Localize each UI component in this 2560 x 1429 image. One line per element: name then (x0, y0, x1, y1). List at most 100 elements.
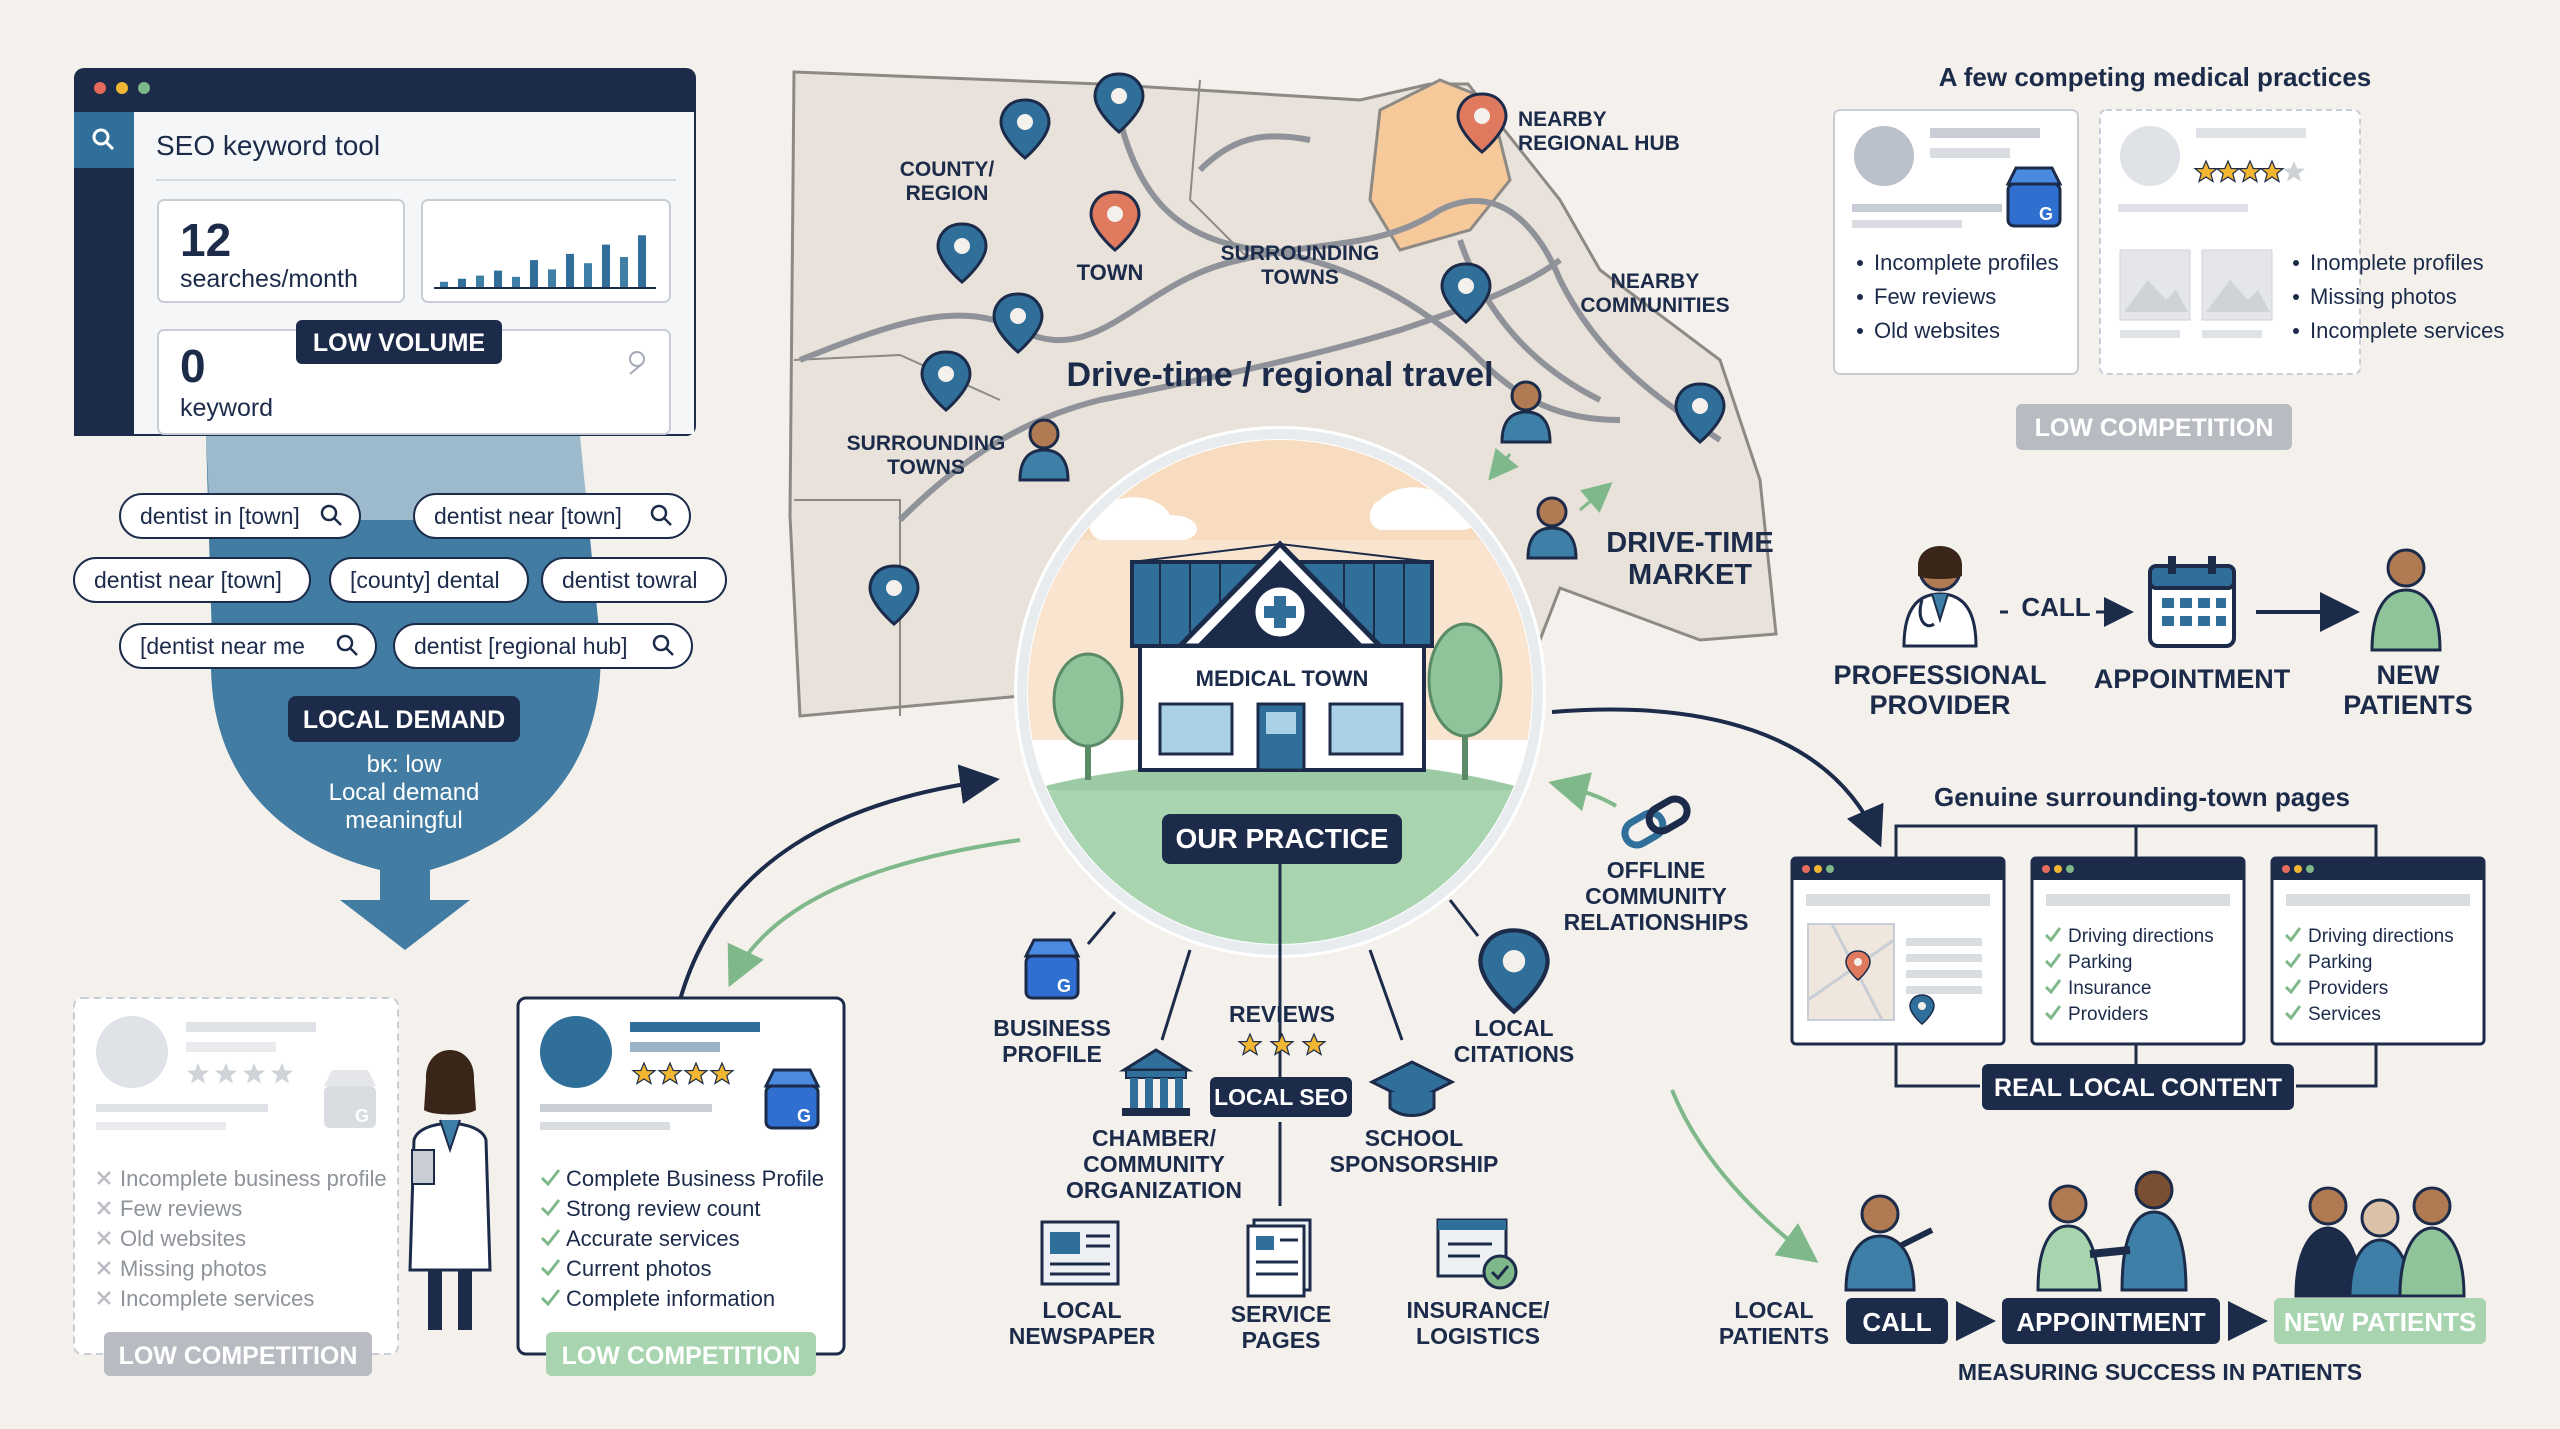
check-icon (2044, 1005, 2062, 1021)
keyword-chip-text: [dentist near me (140, 633, 305, 659)
star-icon (1238, 1033, 1262, 1056)
success-appointment-button[interactable] (2002, 1298, 2220, 1344)
chamber-building-icon (1118, 1048, 1194, 1116)
volume-card (157, 199, 405, 303)
town-page-window[interactable] (1790, 856, 2006, 1046)
search-icon[interactable] (650, 504, 672, 526)
list-item: Missing photos (120, 1256, 267, 1281)
keyword-value: 0 (180, 340, 206, 392)
town-page-window[interactable]: Driving directionsParkingProvidersServic… (2270, 856, 2486, 1046)
bullet-icon (1857, 294, 1863, 300)
competitor-card-2 (2099, 109, 2361, 375)
provider-call-label: CALL (2021, 592, 2090, 622)
bullet-icon (2293, 260, 2299, 266)
cross-icon (97, 1231, 111, 1245)
list-item: Old websites (120, 1226, 246, 1251)
competitors-title: A few competing medical practices (1939, 62, 2372, 92)
success-call-button[interactable] (1846, 1298, 1948, 1344)
chamber-label-3: ORGANIZATION (1066, 1177, 1242, 1203)
arrow-to-practice (678, 764, 1000, 1001)
county-label-1: COUNTY/ (900, 158, 995, 181)
competitors-low-competition-badge (2016, 404, 2292, 450)
insurance-label-2: LOGISTICS (1416, 1323, 1540, 1349)
trend-bar (602, 244, 610, 288)
search-icon[interactable] (652, 634, 674, 656)
local-patients-label-2: PATIENTS (1719, 1323, 1829, 1349)
town-pages-bracket (1894, 824, 2378, 858)
keyword-chip-text: dentist towral (562, 567, 698, 593)
list-item: Insurance (2068, 978, 2151, 999)
surrounding-left-label-2: TOWNS (887, 456, 965, 479)
trend-bar (440, 281, 448, 288)
keyword-chip[interactable]: [dentist near me (119, 623, 377, 669)
trend-bar (638, 235, 646, 288)
arrow-to-success (1670, 1089, 1819, 1263)
check-icon (2284, 927, 2302, 943)
search-icon[interactable] (320, 504, 342, 526)
keyword-chip[interactable]: dentist near [town] (413, 493, 691, 539)
trend-chart (434, 235, 656, 289)
success-new-patients-button[interactable] (2274, 1298, 2486, 1344)
cross-icon (97, 1171, 111, 1185)
list-item: Providers (2068, 1004, 2148, 1025)
local-seo-spokes (1086, 864, 1480, 1206)
weak-low-competition-badge (104, 1332, 372, 1376)
spoke-labels: BUSINESS PROFILE REVIEWS LOCAL CITATIONS… (993, 857, 1748, 1353)
arrow-from-practice (727, 838, 1021, 988)
drive-time-market-label-2: MARKET (1628, 559, 1752, 591)
keyword-chip[interactable]: dentist [regional hub] (393, 623, 693, 669)
volume-unit: searches/month (180, 265, 358, 293)
keyword-chip-text: dentist near [town] (94, 567, 282, 593)
star-icon (1270, 1033, 1294, 1056)
keyword-chip[interactable]: dentist near [town] (73, 557, 311, 603)
nearby-communities-label-2: COMMUNITIES (1580, 294, 1729, 317)
cross-icon (97, 1201, 111, 1215)
real-local-content-text: REAL LOCAL CONTENT (1994, 1074, 2282, 1102)
competitors-badge-text: LOW COMPETITION (2035, 414, 2274, 442)
our-practice-badge (1162, 814, 1402, 864)
bullet-icon (1857, 328, 1863, 334)
local-citations-pin-icon (1480, 930, 1547, 1011)
funnel-line-2: Local demand (329, 779, 480, 806)
search-icon[interactable] (92, 128, 115, 151)
nearby-communities-label-1: NEARBY (1611, 270, 1700, 293)
list-item: Incomplete business profile (120, 1166, 387, 1191)
chamber-label-1: CHAMBER/ (1092, 1125, 1217, 1151)
business-profile-label-2: PROFILE (1002, 1041, 1102, 1067)
trend-bar (494, 270, 502, 288)
school-label-1: SCHOOL (1365, 1125, 1463, 1151)
regional-hub-label-2: REGIONAL HUB (1518, 132, 1680, 155)
local-citations-label-1: LOCAL (1474, 1015, 1553, 1041)
keyword-chip[interactable]: dentist in [town] (119, 493, 361, 539)
cross-icon (97, 1291, 111, 1305)
check-icon (540, 1169, 561, 1187)
cross-icon (97, 1261, 111, 1275)
reviews-label: REVIEWS (1229, 1001, 1335, 1027)
provider-label-1: PROFESSIONAL (1833, 660, 2046, 690)
provider-patients-label-1: NEW (2377, 660, 2441, 690)
town-label: TOWN (1077, 260, 1144, 285)
calendar-icon (2148, 556, 2236, 648)
bullet-icon (2293, 294, 2299, 300)
funnel-line-3: meaningful (345, 807, 462, 834)
bullet-icon (1857, 260, 1863, 266)
travel-label: Drive-time / regional travel (1066, 356, 1493, 394)
local-seo-hub: LOCAL SEO (1210, 1077, 1352, 1117)
keyword-chip[interactable]: [county] dental (329, 557, 529, 603)
newspaper-label-2: NEWSPAPER (1009, 1323, 1156, 1349)
town-page-window[interactable]: Driving directionsParkingInsuranceProvid… (2030, 856, 2246, 1046)
surrounding-top-label-1: SURROUNDING (1221, 242, 1380, 265)
caller-icon (1844, 1194, 1934, 1292)
insurance-label-1: INSURANCE/ (1406, 1297, 1550, 1323)
check-icon (2044, 979, 2062, 995)
our-practice-label: OUR PRACTICE (1175, 823, 1388, 854)
search-icon[interactable] (336, 634, 358, 656)
star-icon (1302, 1033, 1326, 1056)
list-item: Parking (2068, 952, 2132, 973)
strong-badge-text: LOW COMPETITION (562, 1342, 801, 1370)
keyword-chip[interactable]: dentist towral (541, 557, 727, 603)
